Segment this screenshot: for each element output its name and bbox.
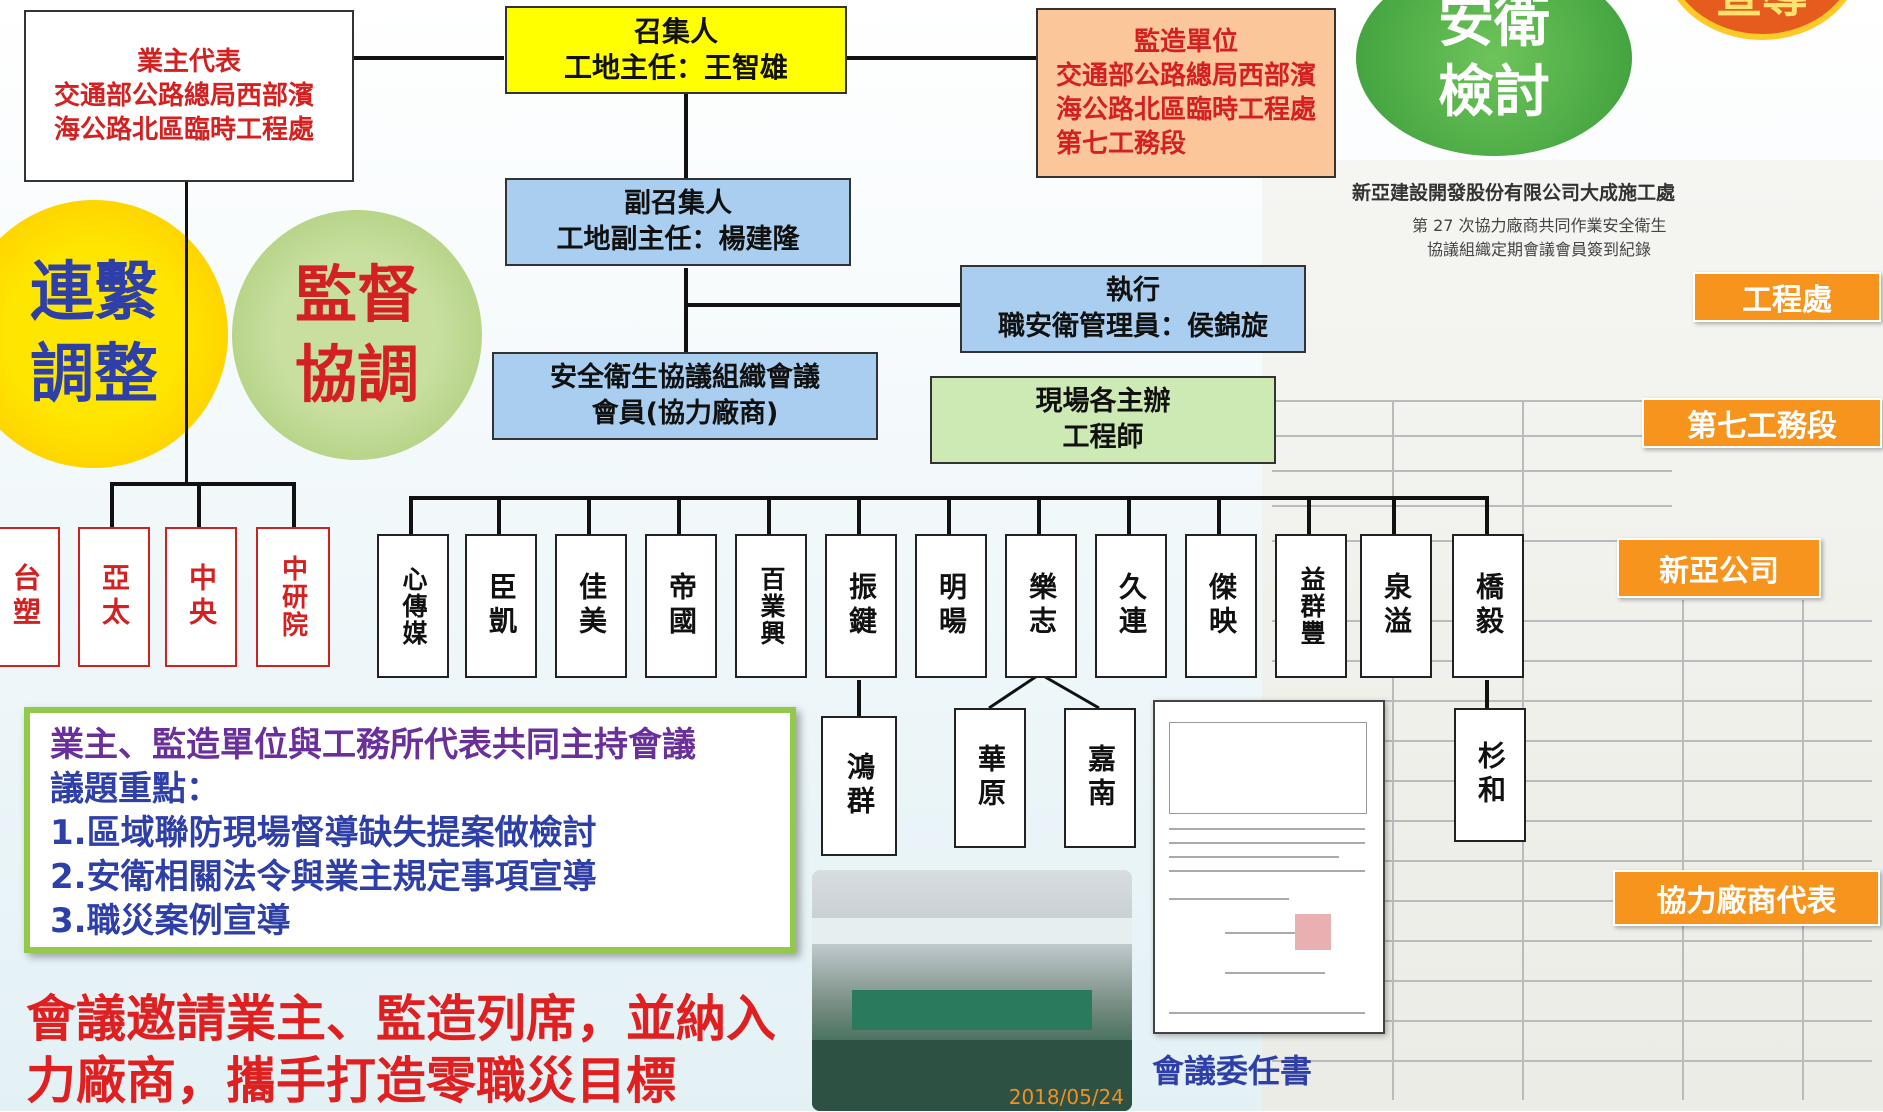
slogan-line2: 力廠商，攜手打造零職災目標 (26, 1052, 676, 1110)
circle-supervise-coordinate: 監督 協調 (232, 210, 482, 460)
appointment-caption: 會議委任書 (1152, 1052, 1313, 1090)
slogan: 會議邀請業主、監造列席，並納入 力廠商，攜手打造零職災目標 (26, 988, 776, 1112)
circle-safety-review: 安衛 檢討 (1356, 0, 1632, 156)
executive-name: 職安衛管理員：侯錦旋 (998, 311, 1268, 342)
sub-contractor-box: 鴻群 (821, 716, 897, 856)
supervisor-body: 交通部公路總局西部濱海公路北區臨時工程處第七工務段 (1056, 61, 1317, 159)
owner-box: 業主代表 交通部公路總局西部濱海公路北區臨時工程處 (24, 10, 354, 182)
circle-safety-line1: 安衛 (1438, 0, 1550, 55)
contractor-box: 佳美 (555, 534, 627, 678)
circle-safety-line2: 檢討 (1438, 60, 1550, 125)
contractor-box: 橋毅 (1452, 534, 1524, 678)
executive-title: 執行 (1106, 275, 1160, 306)
executive-box: 執行 職安衛管理員：侯錦旋 (960, 265, 1306, 353)
document-subtitle: 協議組織定期會議會員簽到紀錄 (1427, 240, 1652, 259)
tag-seventh-section: 第七工務段 (1642, 398, 1882, 448)
photo-date: 2018/05/24 (1008, 1085, 1124, 1109)
supervisor-title: 監造單位 (1133, 27, 1238, 57)
contractor-box: 樂志 (1005, 534, 1077, 678)
circle-link-adjust: 連繫 調整 (0, 200, 228, 468)
slogan-line1: 會議邀請業主、監造列席，並納入 (26, 990, 776, 1048)
owner-body: 交通部公路總局西部濱海公路北區臨時工程處 (54, 81, 315, 145)
contractor-box: 臣凱 (465, 534, 537, 678)
vice-convener-title: 副召集人 (624, 188, 732, 219)
contractor-box: 傑映 (1185, 534, 1257, 678)
circle-link-line1: 連繫 (30, 256, 158, 330)
vice-convener-name: 工地副主任：楊建隆 (556, 224, 800, 255)
members-line1: 安全衛生協議組織會議 (550, 362, 820, 393)
vice-convener-box: 副召集人 工地副主任：楊建隆 (505, 178, 851, 266)
contractor-box: 振鍵 (825, 534, 897, 678)
contractor-box: 明暘 (915, 534, 987, 678)
circle-supervise-line1: 監督 (294, 258, 419, 331)
document-title: 第 27 次協力廠商共同作業安全衛生 (1412, 216, 1667, 235)
convener-name: 工地主任：王智雄 (563, 51, 788, 84)
sub-contractor-box: 華原 (954, 708, 1026, 848)
members-line2: 會員(協力廠商) (591, 398, 779, 429)
contractor-box: 百業興 (735, 534, 807, 678)
meeting-photo: 2018/05/24 (812, 870, 1132, 1111)
owner-title: 業主代表 (136, 47, 241, 77)
tag-contractor-rep: 協力廠商代表 (1613, 870, 1880, 926)
appointment-document (1153, 700, 1385, 1034)
agenda-heading: 業主、監造單位與工務所代表共同主持會議 (50, 725, 696, 765)
convener-box: 召集人 工地主任：王智雄 (505, 6, 847, 94)
unit-formosa-plastics: 台塑 (0, 527, 60, 667)
agenda-box: 業主、監造單位與工務所代表共同主持會議 議題重點： 1.區域聯防現場督導缺失提案… (24, 707, 796, 953)
unit-academia-sinica: 中研院 (256, 527, 330, 667)
supervisor-box: 監造單位 交通部公路總局西部濱海公路北區臨時工程處第七工務段 (1036, 8, 1336, 178)
agenda-item: 1.區域聯防現場督導缺失提案做檢討 (50, 813, 597, 853)
contractor-box: 久連 (1095, 534, 1167, 678)
circle-supervise-line2: 協調 (294, 338, 419, 411)
sub-contractor-box: 嘉南 (1064, 708, 1136, 848)
engineers-line2: 工程師 (1062, 422, 1144, 453)
contractor-box: 心傳媒 (377, 534, 449, 678)
contractor-ticks (409, 496, 413, 534)
agenda-sub: 議題重點： (50, 769, 220, 809)
circle-promote-text: 宣導 (1716, 0, 1808, 26)
engineers-box: 現場各主辦 工程師 (930, 376, 1276, 464)
document-company: 新亞建設開發股份有限公司大成施工處 (1352, 182, 1676, 204)
tag-xinya-company: 新亞公司 (1617, 538, 1821, 598)
convener-title: 召集人 (633, 15, 718, 48)
unit-asia-pacific: 亞太 (78, 527, 150, 667)
lezhi-branch-lines (988, 672, 1100, 710)
contractor-box: 泉溢 (1360, 534, 1432, 678)
engineers-line1: 現場各主辦 (1035, 386, 1171, 417)
sub-contractor-box: 杉和 (1454, 708, 1526, 842)
agenda-item: 3.職災案例宣導 (50, 901, 291, 941)
agenda-item: 2.安衛相關法令與業主規定事項宣導 (50, 857, 597, 897)
unit-central: 中央 (165, 527, 237, 667)
circle-link-line2: 調整 (30, 338, 158, 412)
members-box: 安全衛生協議組織會議 會員(協力廠商) (492, 352, 878, 440)
tag-engineering-office: 工程處 (1693, 272, 1881, 322)
contractor-box: 帝國 (645, 534, 717, 678)
contractor-box: 益群豐 (1275, 534, 1347, 678)
